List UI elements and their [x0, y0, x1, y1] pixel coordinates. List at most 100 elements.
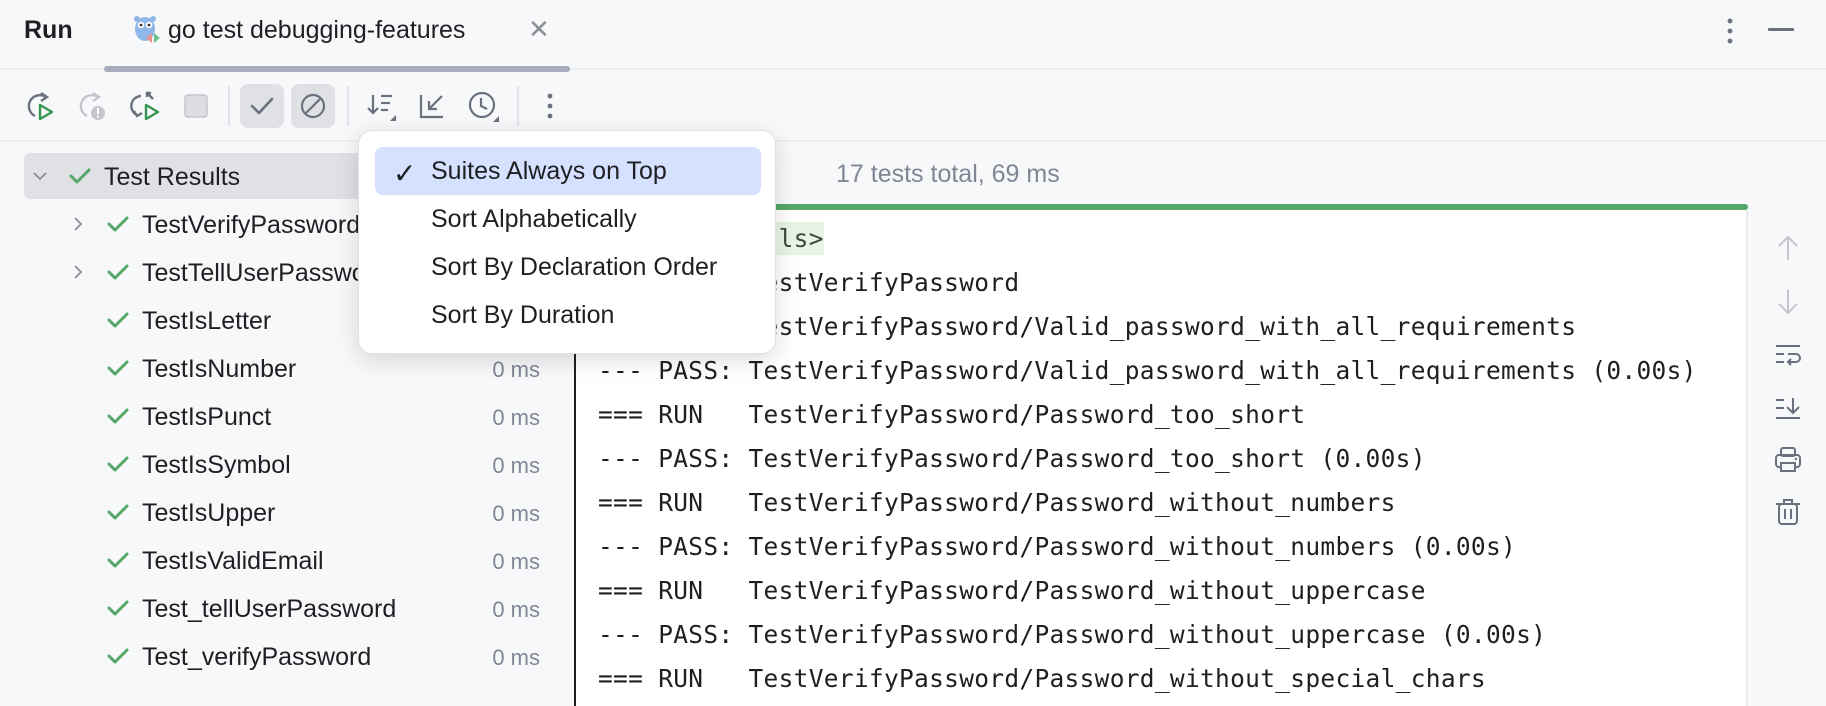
test-duration: 0 ms [492, 405, 540, 430]
test-results-tree: Test Results TestVerifyPassword TestTell… [0, 144, 584, 706]
tree-label: TestIsValidEmail [142, 547, 324, 575]
menu-item-label: Sort Alphabetically [431, 205, 637, 233]
status-summary: 17 tests total, 69 ms [836, 160, 1060, 188]
history-clock-icon [468, 91, 499, 122]
tree-item[interactable]: TestIsLetter [0, 297, 574, 343]
check-passed-icon [107, 312, 129, 328]
rerun-button[interactable] [19, 84, 63, 128]
menu-item-label: Sort By Duration [431, 301, 615, 329]
scroll-to-end-icon[interactable] [1772, 392, 1804, 424]
console-line: === RUN TestVerifyPassword/Password_with… [598, 576, 1426, 605]
console-line: === RUN TestVerifyPassword/Password_too_… [598, 400, 1306, 429]
toggle-auto-test-button[interactable] [124, 84, 168, 128]
test-duration: 0 ms [492, 645, 540, 670]
show-passed-toggle[interactable] [240, 84, 284, 128]
check-passed-icon [107, 216, 129, 232]
arrow-down-icon[interactable] [1772, 286, 1804, 318]
chevron-down-icon[interactable] [30, 165, 50, 187]
show-ignored-toggle[interactable] [291, 84, 335, 128]
check-passed-icon [107, 264, 129, 280]
menu-item-sort-by-duration[interactable]: Sort By Duration [375, 291, 761, 339]
console-line: --- PASS: TestVerifyPassword/Password_wi… [598, 532, 1517, 561]
menu-item-sort-alphabetically[interactable]: Sort Alphabetically [375, 195, 761, 243]
console-line: --- PASS: TestVerifyPassword/Password_wi… [598, 620, 1547, 649]
tree-label: Test_tellUserPassword [142, 595, 397, 623]
rerun-failed-icon [79, 92, 105, 120]
toolbar-more-button[interactable] [528, 84, 572, 128]
console-line: === RUN TestVerifyPassword/Password_with… [598, 488, 1396, 517]
sort-icon [367, 94, 396, 121]
toolbar-separator [228, 86, 230, 126]
collapse-icon [419, 95, 443, 119]
test-runner-toolbar [0, 72, 1826, 142]
check-passed-icon [107, 648, 129, 664]
test-duration: 0 ms [492, 453, 540, 478]
close-icon[interactable]: ✕ [528, 14, 550, 44]
arrow-up-icon[interactable] [1772, 232, 1804, 264]
toolbar-separator [347, 86, 349, 126]
check-icon [250, 97, 274, 115]
console-line: --- PASS: TestVerifyPassword/Valid_passw… [598, 356, 1697, 385]
menu-item-sort-by-declaration-order[interactable]: Sort By Declaration Order [375, 243, 761, 291]
test-duration: 0 ms [492, 597, 540, 622]
tree-item[interactable]: TestVerifyPassword [0, 201, 574, 247]
collapse-all-button[interactable] [410, 84, 454, 128]
tree-label: TestTellUserPassword [142, 259, 388, 287]
trash-icon[interactable] [1772, 496, 1804, 528]
check-passed-icon [69, 168, 91, 184]
chevron-right-icon[interactable] [68, 213, 88, 235]
test-duration: 0 ms [492, 357, 540, 382]
console-line: === RUN TestVerifyPassword/Password_with… [598, 664, 1486, 693]
stop-button[interactable] [174, 84, 218, 128]
ignored-icon [300, 93, 326, 119]
test-progress-bar [576, 204, 1748, 210]
rerun-icon [27, 92, 54, 121]
minimize-icon[interactable] [1768, 28, 1794, 31]
gopher-test-icon [134, 16, 160, 43]
tree-item[interactable]: TestTellUserPassword [0, 249, 574, 295]
test-duration: 0 ms [492, 549, 540, 574]
tree-item[interactable]: Test_tellUserPassword 0 ms [0, 585, 574, 631]
tree-label: TestIsUpper [142, 499, 276, 527]
tree-label: TestIsPunct [142, 403, 272, 431]
tree-item[interactable]: TestIsSymbol 0 ms [0, 441, 574, 487]
active-tab-indicator [104, 66, 570, 72]
chevron-right-icon[interactable] [68, 261, 88, 283]
tree-label: TestIsSymbol [142, 451, 291, 479]
menu-item-label: Suites Always on Top [431, 157, 667, 185]
tree-item[interactable]: TestIsPunct 0 ms [0, 393, 574, 439]
toolbar-separator [517, 86, 519, 126]
print-icon[interactable] [1772, 444, 1804, 476]
panel-splitter[interactable] [574, 144, 576, 706]
tab-label: go test debugging-features [168, 16, 466, 44]
vertical-ellipsis-icon [547, 93, 553, 119]
tab-go-test[interactable]: go test debugging-features ✕ [104, 0, 570, 72]
tool-window-title: Run [24, 16, 73, 44]
tree-item[interactable]: Test_verifyPassword 0 ms [0, 633, 574, 679]
tree-item[interactable]: TestIsNumber 0 ms [0, 345, 574, 391]
check-passed-icon [107, 456, 129, 472]
console-side-toolbar [1750, 206, 1826, 706]
tree-label: Test Results [104, 163, 241, 191]
stop-icon [184, 94, 208, 118]
vertical-ellipsis-icon[interactable] [1718, 14, 1742, 48]
test-history-button[interactable] [461, 84, 505, 128]
menu-item-suites-always-on-top[interactable]: ✓ Suites Always on Top [375, 147, 761, 195]
check-passed-icon [107, 552, 129, 568]
check-passed-icon [107, 504, 129, 520]
sort-options-popup: ✓ Suites Always on Top Sort Alphabetical… [358, 130, 776, 354]
auto-rerun-icon [130, 91, 160, 121]
soft-wrap-icon[interactable] [1772, 340, 1804, 372]
console-line: --- PASS: TestVerifyPassword/Password_to… [598, 444, 1426, 473]
test-duration: 0 ms [492, 501, 540, 526]
tree-label: TestIsNumber [142, 355, 297, 383]
tree-item[interactable]: TestIsUpper 0 ms [0, 489, 574, 535]
tree-label: Test_verifyPassword [142, 643, 372, 671]
tree-label: TestVerifyPassword [142, 211, 361, 239]
tree-item[interactable]: TestIsValidEmail 0 ms [0, 537, 574, 583]
tree-label: TestIsLetter [142, 307, 272, 335]
sort-button[interactable] [359, 84, 403, 128]
menu-item-label: Sort By Declaration Order [431, 253, 718, 281]
rerun-failed-button[interactable] [71, 84, 115, 128]
check-passed-icon [107, 408, 129, 424]
